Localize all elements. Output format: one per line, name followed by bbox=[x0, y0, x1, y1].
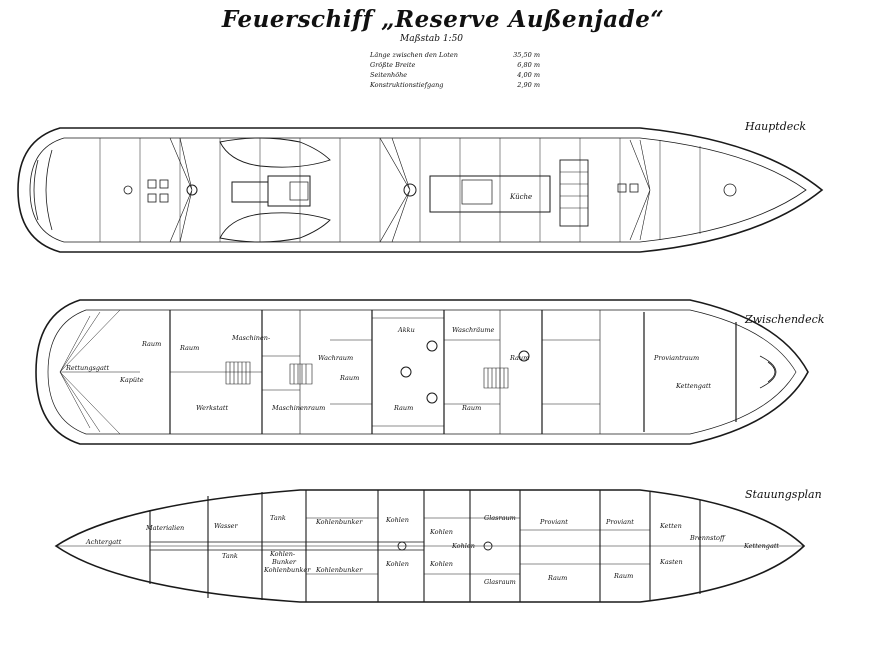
stairs bbox=[225, 361, 251, 385]
room-label: Kohlen bbox=[429, 528, 453, 536]
room-label: Raum bbox=[509, 354, 529, 362]
room-label: Tank bbox=[270, 514, 286, 522]
label-hauptdeck: Hauptdeck bbox=[745, 120, 807, 133]
room-label: Kapüte bbox=[119, 376, 144, 384]
engine-casing bbox=[231, 181, 269, 203]
room-label: Werkstatt bbox=[196, 404, 228, 412]
room-label: Rettungsgatt bbox=[65, 364, 109, 372]
bollards-aft bbox=[159, 179, 169, 189]
hull-outline bbox=[17, 127, 824, 253]
room-label: Kohlen bbox=[429, 560, 453, 568]
mast-step bbox=[426, 340, 438, 352]
room-label: Akku bbox=[397, 326, 415, 334]
bulwark-line bbox=[29, 137, 807, 243]
room-label: Waschräume bbox=[452, 326, 494, 334]
room-label: Wasser bbox=[214, 522, 239, 530]
frame-lines bbox=[99, 138, 701, 242]
bollards-aft bbox=[159, 193, 169, 203]
hatch-fwd bbox=[559, 159, 589, 227]
skylight bbox=[267, 175, 311, 207]
bow-chain bbox=[759, 355, 777, 389]
room-label: Kohlen bbox=[385, 516, 409, 524]
stern-frames bbox=[59, 309, 140, 435]
bollards-aft bbox=[147, 179, 157, 189]
room-label: Raum bbox=[613, 572, 633, 580]
room-label: Raum bbox=[141, 340, 161, 348]
room-label: Wachraum bbox=[318, 354, 353, 362]
mast-main bbox=[403, 183, 417, 197]
room-label: Bunker bbox=[271, 558, 297, 566]
partitions bbox=[170, 310, 601, 434]
room-label: Kettengatt bbox=[675, 382, 711, 390]
room-label: Brennstoff bbox=[689, 534, 726, 542]
room-label: Kohlenbunker bbox=[315, 518, 363, 526]
stairs bbox=[289, 363, 313, 385]
bollards-fwd bbox=[629, 183, 639, 193]
room-label: Glasraum bbox=[484, 514, 516, 522]
room-label: Küche bbox=[509, 193, 532, 201]
room-label: Kasten bbox=[659, 558, 683, 566]
label-zwischendeck: Zwischendeck bbox=[745, 313, 825, 326]
room-label: Kohlenbunker bbox=[315, 566, 363, 574]
zwischendeck-plan: Akku Waschräume Wachraum Raum Maschinen-… bbox=[35, 299, 809, 445]
room-label: Maschinen- bbox=[231, 334, 270, 342]
room-label: Kohlenbunker bbox=[263, 566, 311, 574]
drawing-title: Feuerschiff „Reserve Außenjade“ bbox=[221, 6, 665, 33]
room-label: Raum bbox=[179, 344, 199, 352]
anchor-windlass bbox=[723, 183, 737, 197]
room-label: Ketten bbox=[659, 522, 682, 530]
room-label: Raum bbox=[461, 404, 481, 412]
room-label: Raum bbox=[393, 404, 413, 412]
lifeboat-starboard bbox=[219, 212, 331, 243]
room-label: Kohlen- bbox=[269, 550, 295, 558]
inner-hull bbox=[47, 309, 797, 435]
mast-step bbox=[400, 366, 412, 378]
mast-step bbox=[426, 392, 438, 404]
bollards-aft bbox=[147, 193, 157, 203]
room-label: Materialien bbox=[145, 524, 184, 532]
stauungsplan-plan: Achtergatt Materialien Wasser Tank Tank … bbox=[54, 489, 806, 603]
room-label: Kettengatt bbox=[743, 542, 779, 550]
hauptdeck-plan: Küche bbox=[17, 127, 824, 253]
shaft-bearing bbox=[397, 541, 407, 551]
room-label: Raum bbox=[547, 574, 567, 582]
room-label: Achtergatt bbox=[85, 538, 122, 546]
hatch-fwd-detail bbox=[560, 171, 588, 209]
mast-step bbox=[518, 350, 530, 362]
room-label: Proviant bbox=[605, 518, 634, 526]
room-label: Kohlen bbox=[385, 560, 409, 568]
mast-aft bbox=[186, 184, 198, 196]
room-label: Raum bbox=[339, 374, 359, 382]
stairs bbox=[483, 367, 509, 389]
hold-partitions bbox=[306, 517, 650, 575]
lifeboat-port bbox=[219, 137, 331, 168]
galley-inner bbox=[461, 179, 493, 205]
room-label: Maschinenraum bbox=[271, 404, 325, 412]
galley-house bbox=[429, 175, 551, 213]
hold-bulkheads bbox=[149, 490, 701, 602]
label-stauungsplan: Stauungsplan bbox=[745, 488, 822, 501]
room-label: Tank bbox=[222, 552, 238, 560]
room-label: Glasraum bbox=[484, 578, 516, 586]
room-label: Proviantraum bbox=[653, 354, 699, 362]
hull-outline bbox=[35, 299, 809, 445]
capstan bbox=[123, 185, 133, 195]
shaft-tunnel bbox=[150, 541, 424, 551]
shaft-bearing bbox=[483, 541, 493, 551]
rigging-stays bbox=[169, 137, 651, 243]
room-label: Kohlen bbox=[451, 542, 475, 550]
bollards-fwd bbox=[617, 183, 627, 193]
room-label: Proviant bbox=[539, 518, 568, 526]
stern-rail bbox=[33, 149, 53, 231]
scale-note: Maßstab 1:50 bbox=[400, 34, 464, 44]
skylight-inner bbox=[289, 181, 309, 201]
